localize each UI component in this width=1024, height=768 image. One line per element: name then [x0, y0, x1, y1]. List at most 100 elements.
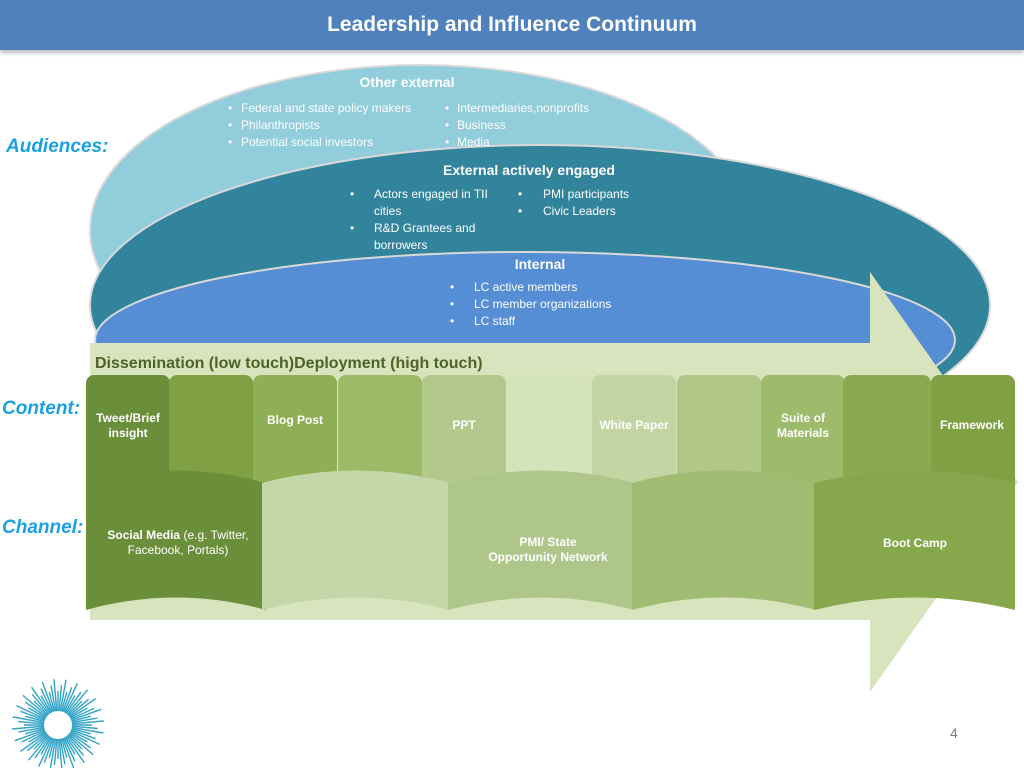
logo-ray	[28, 707, 47, 719]
logo-ray	[33, 734, 49, 750]
logo-ray	[70, 708, 102, 721]
content-box	[843, 375, 931, 493]
content-box	[86, 375, 170, 493]
channel-wave	[814, 470, 1015, 610]
bullet: •	[228, 101, 232, 115]
logo-ray	[64, 695, 76, 714]
bullet: •	[450, 280, 454, 294]
logo-ray	[63, 683, 79, 713]
bullet-item: PMI participants	[543, 187, 629, 201]
channel-boot-camp-label: Boot Camp	[883, 536, 947, 550]
logo-ray	[70, 729, 96, 740]
logo-ray	[65, 736, 85, 764]
logo-ray	[71, 720, 104, 725]
content-tweet-label: Tweet/Brief	[96, 411, 161, 425]
content-box	[592, 375, 676, 493]
bullet: •	[228, 135, 232, 149]
content-tweet-label: insight	[108, 426, 147, 440]
content-box	[761, 375, 845, 493]
channel-row-label: Channel:	[2, 517, 84, 538]
logo-ray	[40, 688, 53, 713]
bullet: •	[445, 135, 449, 149]
logo-ray	[53, 679, 58, 712]
other-external-heading: Other external	[360, 74, 455, 90]
bullet: •	[350, 187, 354, 201]
content-framework-label: Framework	[940, 418, 1004, 432]
logo-ray	[37, 737, 53, 767]
channel-social-label: Social Media (e.g. Twitter,	[107, 528, 248, 542]
content-box	[931, 375, 1015, 493]
bullet: •	[445, 118, 449, 132]
bullet-item: LC staff	[474, 314, 516, 328]
logo-ray	[31, 686, 51, 714]
logo-ray	[60, 738, 68, 758]
logo-ray	[71, 717, 98, 724]
bullet-item: Civic Leaders	[543, 204, 616, 218]
sunburst-logo-icon	[12, 679, 104, 768]
channel-pmi-label: Opportunity Network	[488, 550, 608, 564]
bullet: •	[450, 314, 454, 328]
bullet: •	[350, 221, 354, 235]
content-box	[338, 375, 422, 493]
bullet-item: LC active members	[474, 280, 577, 294]
logo-ray	[66, 689, 89, 715]
bullet-item: Potential social investors	[241, 135, 373, 149]
logo-ray	[24, 701, 47, 718]
internal-group: Internal • LC active members • LC member…	[450, 256, 611, 328]
logo-ray	[12, 716, 45, 724]
logo-ray	[71, 727, 91, 735]
logo-ray	[26, 733, 48, 752]
logo-ray	[59, 738, 66, 765]
channel-wave	[86, 470, 266, 610]
logo-ray	[69, 707, 88, 719]
content-box	[169, 375, 253, 493]
external-active-group: External actively engaged • Actors engag…	[350, 162, 629, 252]
content-white-paper-label: White Paper	[599, 418, 669, 432]
internal-heading: Internal	[515, 256, 566, 272]
logo-ray	[18, 720, 45, 725]
logo-ray	[64, 736, 76, 755]
logo-ray	[68, 698, 90, 717]
logo-ray	[41, 681, 54, 713]
content-ppt-label: PPT	[452, 418, 476, 432]
content-boxes	[86, 375, 1015, 493]
logo-ray	[28, 731, 47, 743]
logo-ray	[67, 700, 83, 716]
bullet-item: Media	[457, 135, 490, 149]
channel-labels: Social Media (e.g. Twitter, Facebook, Po…	[107, 528, 947, 564]
logo-ray	[25, 727, 45, 735]
channel-wave	[448, 470, 634, 610]
logo-ray	[68, 733, 94, 756]
bullet-item: borrowers	[374, 238, 427, 252]
logo-ray	[34, 736, 51, 759]
logo-ray	[31, 693, 50, 715]
logo-ray	[60, 692, 68, 712]
bullet: •	[445, 101, 449, 115]
content-box	[253, 375, 337, 493]
logo-ray	[50, 685, 57, 712]
logo-ray	[59, 679, 67, 712]
logo-ray	[65, 691, 82, 714]
arrow-label: Dissemination (low touch)Deployment (hig…	[95, 355, 483, 372]
audiences-row-label: Audiences:	[6, 136, 109, 157]
bullet-item: Business	[457, 118, 506, 132]
logo-ray	[12, 725, 45, 730]
channel-wave	[632, 470, 816, 610]
logo-ray	[18, 726, 45, 733]
logo-ray	[49, 738, 57, 768]
logo-ray	[33, 700, 49, 716]
channel-social-label: Facebook, Portals)	[128, 543, 229, 557]
logo-ray	[40, 736, 52, 755]
bullet: •	[228, 118, 232, 132]
channel-waves	[86, 470, 1015, 610]
bullet-item: Actors engaged in TII	[374, 187, 488, 201]
logo-ray	[19, 732, 47, 752]
content-row-label: Content:	[2, 398, 81, 419]
logo-ray	[48, 692, 56, 712]
logo-ray	[43, 737, 54, 763]
logo-ray	[62, 687, 73, 713]
logo-ray	[71, 726, 104, 734]
logo-ray	[58, 738, 63, 768]
bullet: •	[450, 297, 454, 311]
bullet-item: R&D Grantees and	[374, 221, 475, 235]
